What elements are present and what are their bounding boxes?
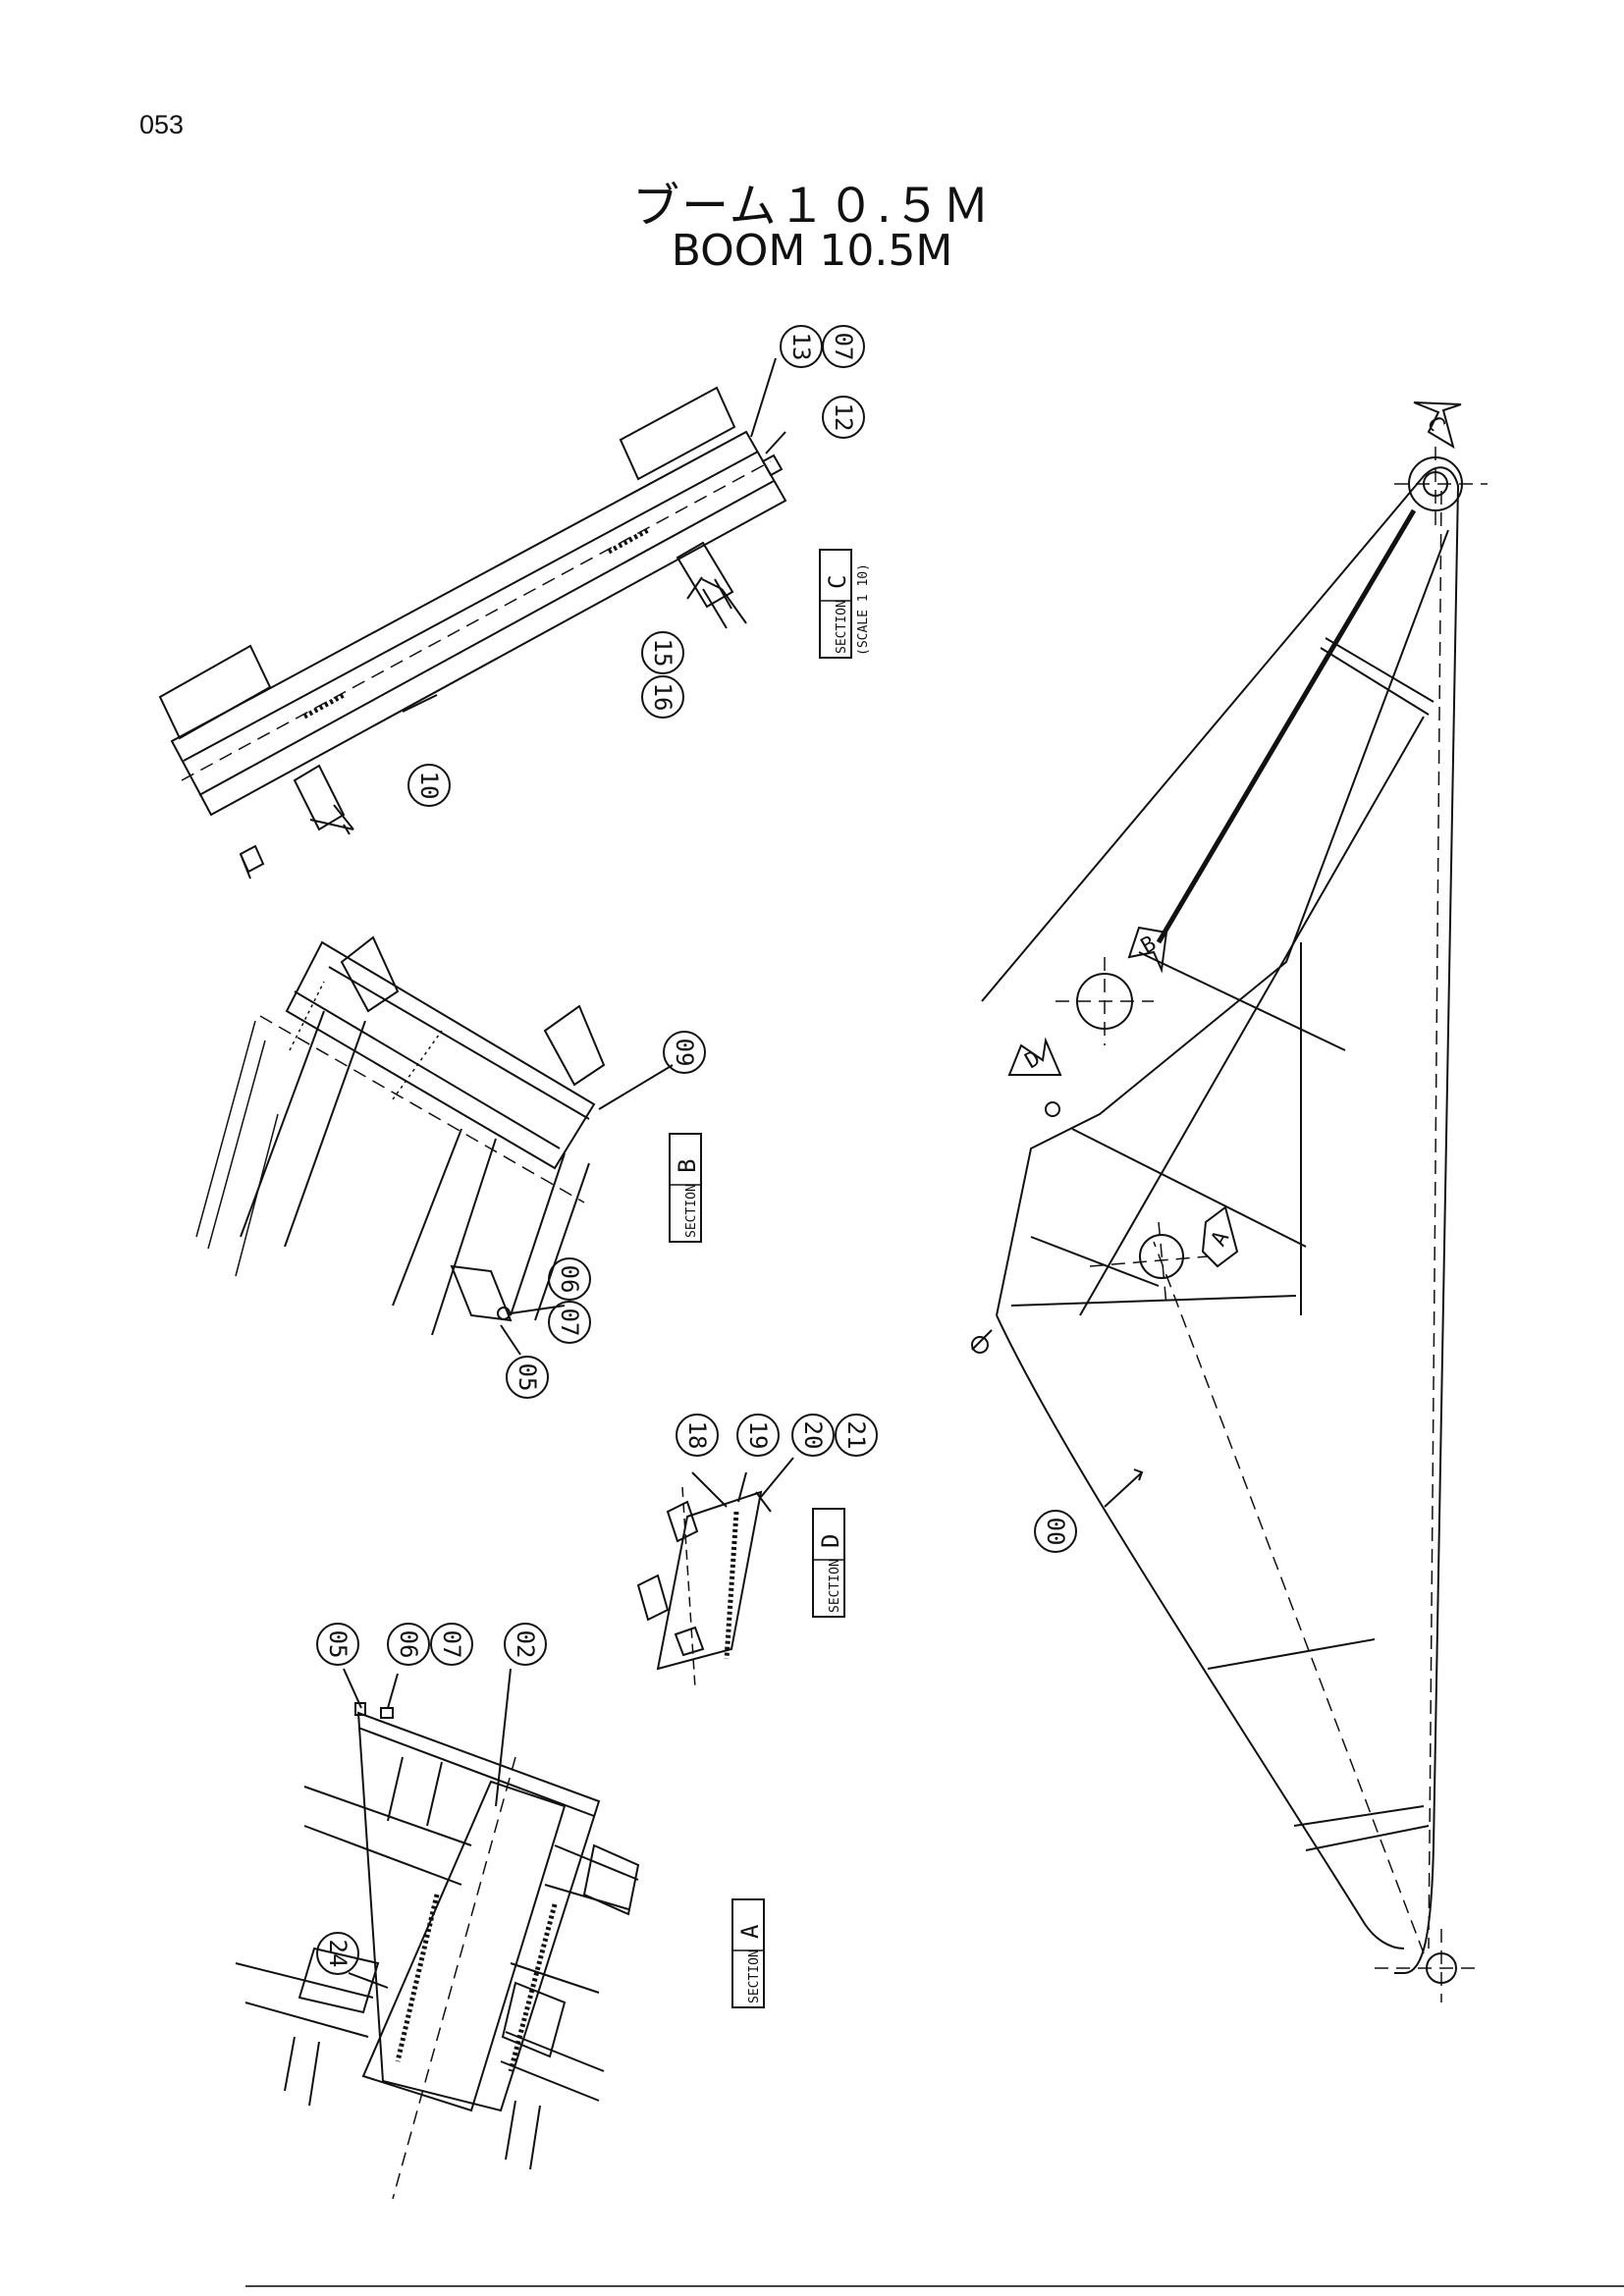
- title-japanese: ブーム１０.５Ｍ: [632, 179, 992, 234]
- section-tag-c-label: SECTION: [835, 600, 849, 654]
- callout-13: 13: [787, 333, 815, 361]
- callout-06: 06: [556, 1265, 583, 1294]
- callout-05b: 05: [324, 1630, 352, 1659]
- section-a-view: [235, 1668, 640, 2200]
- section-tag-b: SECTION B: [669, 1133, 702, 1243]
- callout-16: 16: [649, 683, 677, 712]
- section-c-view: [158, 357, 787, 880]
- section-tag-b-mark: B: [674, 1159, 701, 1173]
- view-arrow-c-label: C: [1422, 412, 1449, 436]
- callout-19: 19: [744, 1421, 772, 1450]
- page-number: 053: [139, 110, 185, 139]
- view-arrow-c: [1413, 401, 1462, 450]
- section-tag-b-label: SECTION: [684, 1184, 699, 1238]
- section-tag-a-mark: A: [736, 1924, 764, 1939]
- callout-21: 21: [842, 1421, 870, 1450]
- section-tag-c-mark: C: [824, 575, 851, 589]
- section-tag-d-mark: D: [817, 1534, 844, 1548]
- callout-24: 24: [324, 1940, 352, 1968]
- title-english: BOOM 10.5M: [671, 226, 953, 276]
- callout-18: 18: [683, 1421, 711, 1450]
- callout-07c: 07: [438, 1630, 465, 1659]
- view-arrow-a-label: A: [1207, 1227, 1234, 1251]
- main-boom-view: [971, 447, 1488, 2002]
- section-tag-a-label: SECTION: [747, 1949, 762, 2003]
- callout-02: 02: [512, 1630, 539, 1659]
- callout-06b: 06: [395, 1630, 422, 1659]
- callout-15: 15: [649, 639, 677, 667]
- view-arrow-b: [1127, 926, 1168, 974]
- callout-12: 12: [830, 403, 857, 432]
- section-d-view: [636, 1457, 794, 1689]
- section-tag-d-label: SECTION: [828, 1559, 842, 1613]
- callout-05: 05: [514, 1363, 541, 1392]
- section-tag-a: SECTION A: [731, 1898, 765, 2008]
- view-arrow-d: [1007, 1037, 1062, 1076]
- section-tag-c-scale: (SCALE 1 10): [856, 563, 871, 656]
- callout-09: 09: [671, 1039, 698, 1067]
- section-tag-d: SECTION D: [812, 1508, 845, 1618]
- view-arrow-a: [1201, 1205, 1239, 1268]
- callout-00: 00: [1042, 1518, 1069, 1546]
- bottom-rule: [245, 2285, 1624, 2287]
- callout-07: 07: [830, 333, 857, 361]
- callout-07b: 07: [556, 1308, 583, 1337]
- section-b-view: [195, 935, 674, 1356]
- callout-10: 10: [415, 772, 443, 800]
- callout-20: 20: [799, 1421, 827, 1450]
- section-tag-c: SECTION C (SCALE 1 10): [819, 549, 871, 659]
